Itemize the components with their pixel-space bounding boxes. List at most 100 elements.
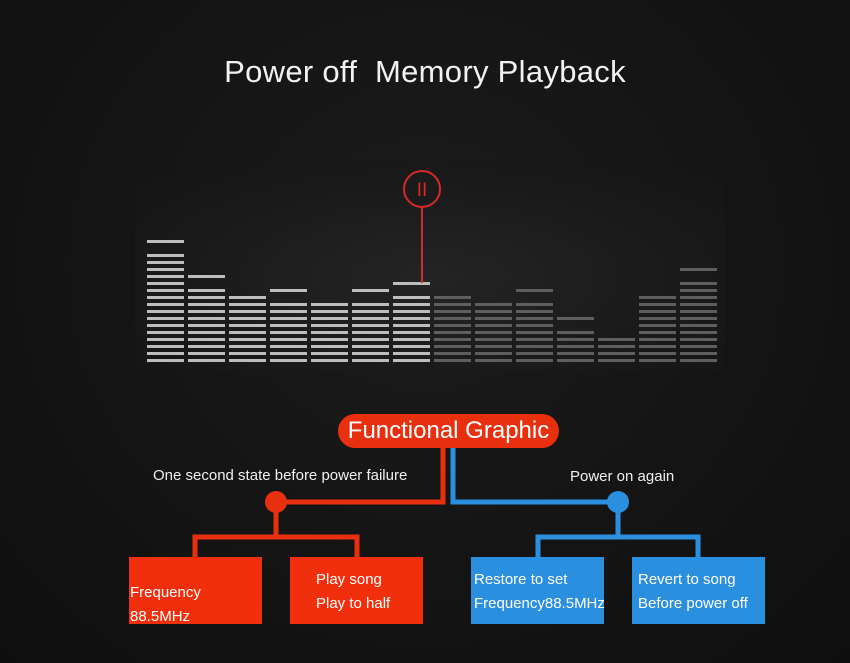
equalizer-segment (270, 359, 307, 362)
equalizer-segment (557, 359, 594, 362)
equalizer-segment (516, 324, 553, 327)
equalizer-segment (680, 303, 717, 306)
equalizer-segment (147, 254, 184, 257)
equalizer-peak (352, 289, 389, 292)
before-power-off-text: Before power off (638, 595, 748, 612)
left-branch-label: One second state before power failure (153, 467, 408, 484)
restore-frequency-box: Restore to set Frequency88.5MHz (471, 557, 605, 624)
equalizer-segment (270, 303, 307, 306)
equalizer-column (680, 268, 717, 362)
equalizer-segment (557, 338, 594, 341)
equalizer-segment (311, 310, 348, 313)
equalizer-segment (352, 317, 389, 320)
equalizer-segment (680, 296, 717, 299)
equalizer-segment (311, 324, 348, 327)
equalizer-segment (557, 331, 594, 334)
equalizer-segment (147, 303, 184, 306)
equalizer-segment (516, 317, 553, 320)
equalizer-peak (147, 240, 184, 243)
equalizer-segment (393, 324, 430, 327)
equalizer-column (352, 289, 389, 362)
equalizer-segment (516, 345, 553, 348)
equalizer-segment (393, 345, 430, 348)
frequency-box: Frequency 88.5MHz (129, 557, 262, 625)
equalizer-segment (598, 345, 635, 348)
equalizer-segment (434, 345, 471, 348)
equalizer-segment (639, 317, 676, 320)
equalizer-segment (270, 317, 307, 320)
play-song-text: Play song (316, 571, 382, 588)
equalizer-column (639, 296, 676, 362)
equalizer-segment (475, 359, 512, 362)
equalizer-segment (639, 352, 676, 355)
equalizer-segment (680, 310, 717, 313)
revert-song-box: Revert to song Before power off (632, 557, 765, 624)
equalizer-segment (516, 352, 553, 355)
pause-symbol: II (417, 180, 428, 201)
equalizer-segment (475, 338, 512, 341)
equalizer-segment (434, 359, 471, 362)
equalizer-segment (475, 324, 512, 327)
equalizer-segment (352, 352, 389, 355)
equalizer-segment (147, 352, 184, 355)
equalizer-segment (270, 324, 307, 327)
equalizer-graphic: II (147, 170, 717, 362)
equalizer-segment (475, 310, 512, 313)
equalizer-segment (229, 324, 266, 327)
equalizer-segment (229, 310, 266, 313)
equalizer-segment (188, 352, 225, 355)
equalizer-segment (393, 310, 430, 313)
equalizer-peak (680, 268, 717, 271)
equalizer-segment (270, 310, 307, 313)
equalizer-peak (188, 275, 225, 278)
equalizer-segment (680, 317, 717, 320)
equalizer-segment (639, 345, 676, 348)
equalizer-segment (393, 338, 430, 341)
equalizer-segment (598, 359, 635, 362)
equalizer-segment (311, 345, 348, 348)
equalizer-segment (475, 345, 512, 348)
equalizer-segment (475, 352, 512, 355)
equalizer-segment (475, 303, 512, 306)
equalizer-segment (434, 310, 471, 313)
equalizer-segment (352, 324, 389, 327)
equalizer-segment (598, 352, 635, 355)
equalizer-segment (147, 345, 184, 348)
equalizer-segment (311, 303, 348, 306)
equalizer-segment (311, 331, 348, 334)
equalizer-segment (229, 352, 266, 355)
equalizer-segment (352, 345, 389, 348)
equalizer-segment (393, 352, 430, 355)
equalizer-segment (229, 338, 266, 341)
equalizer-segment (188, 296, 225, 299)
equalizer-segment (434, 296, 471, 299)
equalizer-segment (598, 338, 635, 341)
equalizer-segment (639, 359, 676, 362)
restore-frequency-text: Frequency88.5MHz (474, 595, 605, 612)
equalizer-segment (147, 310, 184, 313)
equalizer-column (311, 303, 348, 362)
equalizer-segment (147, 359, 184, 362)
equalizer-segment (147, 289, 184, 292)
equalizer-segment (188, 324, 225, 327)
equalizer-segment (680, 324, 717, 327)
equalizer-segment (557, 345, 594, 348)
equalizer-segment (639, 324, 676, 327)
equalizer-segment (352, 303, 389, 306)
equalizer-segment (270, 352, 307, 355)
equalizer-segment (147, 296, 184, 299)
equalizer-segment (557, 352, 594, 355)
red-branch-node (265, 491, 287, 513)
equalizer-segment (680, 282, 717, 285)
equalizer-segment (393, 331, 430, 334)
equalizer-segment (188, 289, 225, 292)
equalizer-segment (229, 296, 266, 299)
equalizer-segment (434, 303, 471, 306)
equalizer-segment (229, 303, 266, 306)
equalizer-segment (475, 317, 512, 320)
equalizer-peak (557, 317, 594, 320)
page-title: Power off Memory Playback (224, 54, 626, 89)
right-branch-label: Power on again (570, 468, 675, 485)
restore-text: Restore to set (474, 571, 568, 588)
